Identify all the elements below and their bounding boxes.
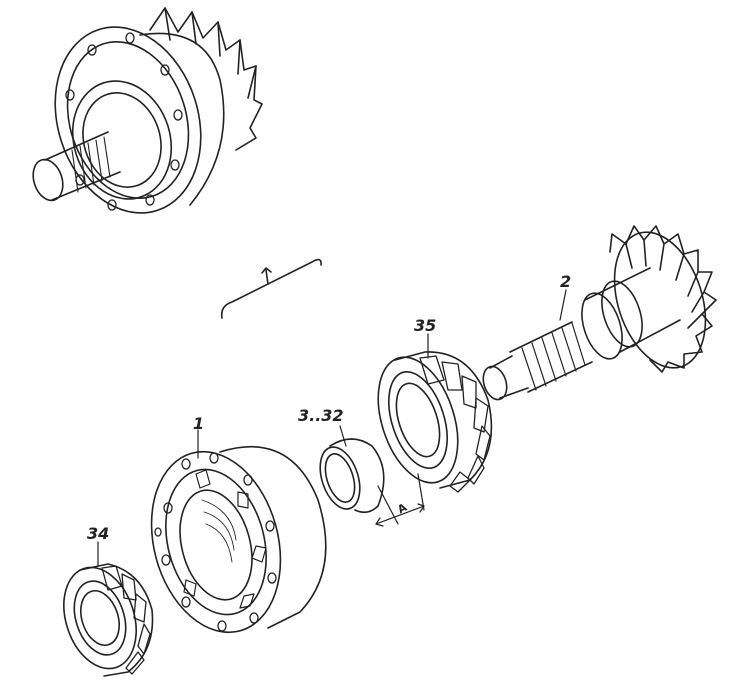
inner-bearing-illustration <box>377 351 493 493</box>
leader-3-32 <box>339 425 347 447</box>
inner-bearing-rollers <box>419 355 491 493</box>
inner-bearing-bore <box>395 382 441 458</box>
assembled-flange-holes <box>65 32 183 211</box>
outer-bearing-rollers <box>101 565 151 675</box>
callout-part-2: 2 <box>560 272 572 291</box>
assembled-gear-teeth <box>149 7 263 151</box>
pinion-shaft-illustration <box>482 225 717 401</box>
pinion-spline-outline <box>509 321 593 393</box>
pinion-gear-teeth <box>609 225 717 373</box>
assembled-flange-outer <box>54 26 202 214</box>
pinion-gear-face <box>613 231 707 369</box>
hub-housing-illustration <box>150 445 327 634</box>
inner-bearing-cage <box>394 351 493 489</box>
pinion-collar-2 <box>601 280 643 348</box>
callout-part-34: 34 <box>87 524 110 543</box>
assembled-shaft-splines <box>71 136 111 193</box>
hub-body-rear <box>219 445 327 629</box>
callout-part-1: 1 <box>193 414 205 433</box>
inner-bearing-front-outer <box>377 356 459 484</box>
assembled-unit-illustration <box>32 7 263 214</box>
shim-ring-bore <box>324 453 356 503</box>
hub-bore <box>179 489 253 601</box>
inner-bearing-front-inner <box>388 370 448 470</box>
callout-part-35: 35 <box>414 316 437 335</box>
outer-bearing-cage <box>79 563 154 677</box>
hub-flange-outer <box>150 450 282 634</box>
leader-2 <box>559 289 567 321</box>
pinion-collar <box>581 292 623 360</box>
callout-leaders <box>97 289 567 567</box>
assembled-bearing-inner <box>82 92 162 188</box>
assembled-flange-inner <box>66 41 190 199</box>
shim-ring-front <box>319 446 361 510</box>
dimension-a-marker <box>375 473 425 527</box>
shim-ring-sleeve <box>329 438 385 514</box>
hub-flange-holes <box>154 452 277 632</box>
pinion-splines <box>521 322 586 391</box>
callout-part-3-32: 3..32 <box>298 406 344 425</box>
pinion-shaft-end <box>482 365 508 401</box>
outer-bearing-front-inner <box>73 580 127 656</box>
shim-ring-illustration <box>319 438 385 514</box>
assembled-housing-body <box>139 32 225 206</box>
outer-bearing-bore <box>80 589 120 647</box>
hub-bore-thread <box>201 499 237 563</box>
hub-flange-inner <box>165 468 267 616</box>
assembly-direction-indicator <box>220 258 322 319</box>
assembled-shaft-end <box>32 158 64 202</box>
assembled-bearing-outer <box>71 80 173 200</box>
outer-bearing-illustration <box>63 563 154 677</box>
hub-flange-bosses <box>183 469 267 609</box>
